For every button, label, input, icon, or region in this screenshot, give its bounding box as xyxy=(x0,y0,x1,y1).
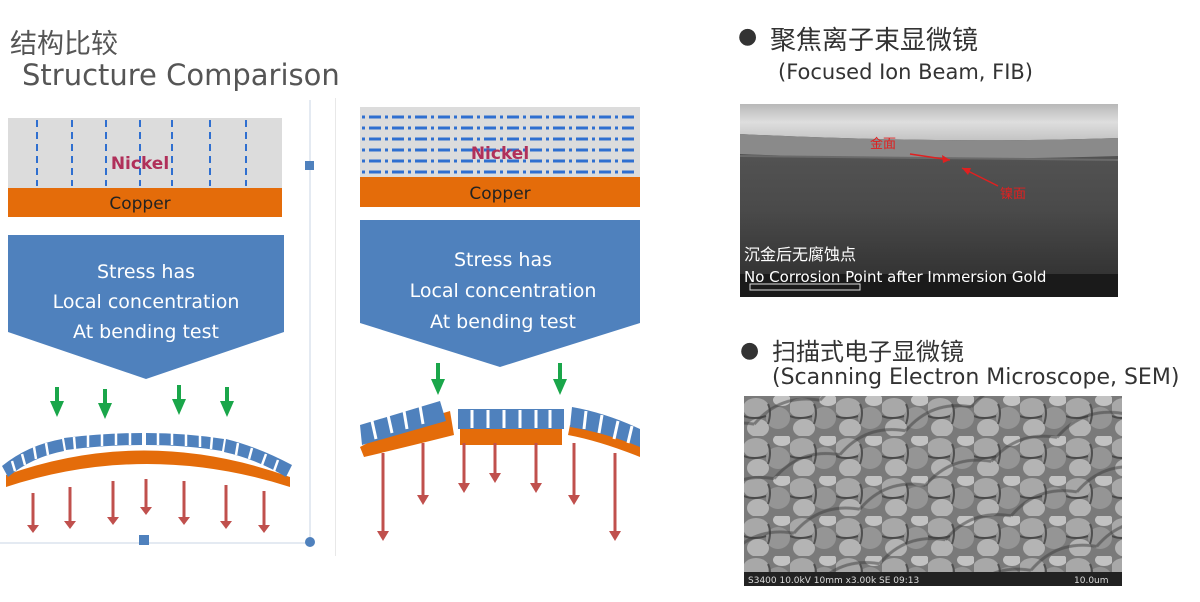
right-structure-diagram: Nickel Copper Stress has Local concentra… xyxy=(360,107,640,541)
stress-text-line3: At bending test xyxy=(73,321,219,343)
page-title-cn: 结构比较 xyxy=(10,29,118,60)
fib-label-nickel: 镍面 xyxy=(1000,187,1026,202)
sem-footer: S3400 10.0kV 10mm x3.00k SE 09:13 xyxy=(748,576,919,586)
stress-text-line2-right: Local concentration xyxy=(410,280,597,302)
fib-caption-en: No Corrosion Point after Immersion Gold xyxy=(744,268,1046,286)
stress-text-line2: Local concentration xyxy=(53,291,240,313)
fib-bullet: ● xyxy=(738,24,758,49)
green-force-arrows xyxy=(50,385,234,419)
copper-label: Copper xyxy=(109,194,170,214)
sem-title-en: (Scanning Electron Microscope, SEM) xyxy=(772,365,1180,390)
red-stress-arrowheads xyxy=(27,507,270,533)
sem-scale: 10.0um xyxy=(1074,576,1109,586)
resize-handle-corner[interactable] xyxy=(305,537,315,547)
fib-scale-bar xyxy=(749,283,861,291)
cracked-grain-lines xyxy=(370,405,634,444)
stress-text-line1-right: Stress has xyxy=(454,249,552,271)
nickel-columnar-grains xyxy=(36,120,247,186)
nickel-layered-grains xyxy=(362,115,638,174)
stress-text-line3-right: At bending test xyxy=(430,311,576,333)
left-structure-diagram: Nickel Copper Stress has Local concentra… xyxy=(0,100,315,547)
stress-shape-right xyxy=(360,220,640,367)
fib-title-en: (Focused Ion Beam, FIB) xyxy=(778,60,1033,84)
nickel-label-right: Nickel xyxy=(471,144,529,164)
nickel-layer xyxy=(8,118,282,188)
fib-title-cn: 聚焦离子束显微镜 xyxy=(770,26,979,56)
cracked-segments xyxy=(360,401,640,457)
copper-layer-right xyxy=(360,177,640,207)
copper-label-right: Copper xyxy=(469,184,530,204)
fib-image: 金面 镍面 沉金后无腐蚀点 No Corrosion Point after I… xyxy=(740,104,1118,297)
sem-title-cn: 扫描式电子显微镜 xyxy=(772,338,964,366)
red-stress-arrowheads-right xyxy=(377,473,621,541)
resize-handle-bottom[interactable] xyxy=(139,535,149,545)
nickel-layer-layered xyxy=(360,107,640,177)
page-title-en: Structure Comparison xyxy=(22,58,340,92)
bent-nickel-segments xyxy=(2,433,292,477)
stress-shape xyxy=(8,235,284,379)
nickel-label: Nickel xyxy=(111,154,169,174)
copper-layer xyxy=(8,188,282,217)
bent-copper-strip xyxy=(6,450,290,487)
sem-bullet: ● xyxy=(740,338,760,363)
fib-label-gold: 金面 xyxy=(870,136,896,152)
fib-caption-cn: 沉金后无腐蚀点 xyxy=(744,245,856,264)
sem-image: S3400 10.0kV 10mm x3.00k SE 09:13 10.0um xyxy=(744,396,1122,586)
fib-gold-layer xyxy=(740,134,1118,159)
panel-divider xyxy=(335,98,336,556)
resize-handle-right[interactable] xyxy=(305,161,314,170)
green-force-arrows-right xyxy=(431,363,567,395)
red-stress-arrows xyxy=(31,479,266,527)
bent-nickel-grain-lines xyxy=(10,433,280,472)
red-stress-arrows-right xyxy=(381,443,617,533)
stress-text-line1: Stress has xyxy=(97,261,195,283)
fib-protective-layer xyxy=(740,104,1118,141)
